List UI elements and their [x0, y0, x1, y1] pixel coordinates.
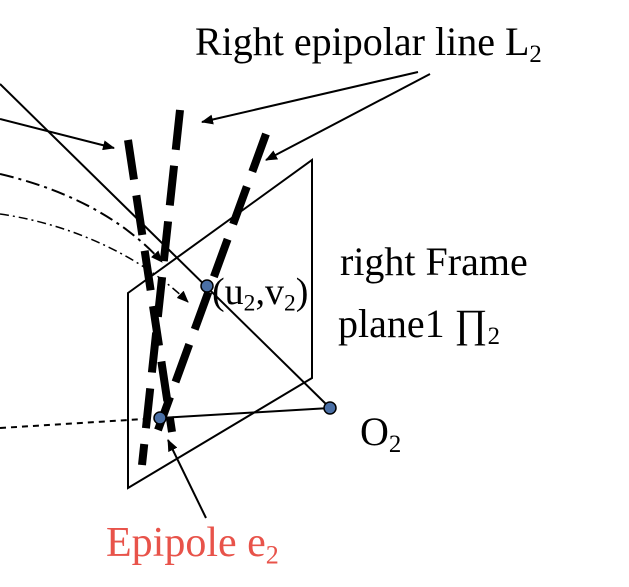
frame-label-line2: plane1 ∏2	[338, 301, 500, 350]
epipolar-line-right	[154, 132, 270, 432]
arrow-to-right-line	[265, 73, 431, 161]
arrow-to-middle-line	[201, 71, 419, 125]
image-point-u2v2	[200, 279, 214, 293]
epipole-point	[153, 411, 167, 425]
image-point-label: (u2,v2)	[212, 271, 309, 317]
epipolar-line-middle	[138, 109, 184, 466]
frame-label-line1: right Frame	[340, 239, 528, 284]
dashdot-curve-upper	[0, 173, 163, 263]
camera-center-o2	[323, 401, 337, 415]
dashdot-curve-lower	[0, 213, 189, 303]
baseline-segment	[159, 407, 331, 419]
epipolar-line-label: Right epipolar line L2	[195, 19, 542, 68]
image-plane	[127, 158, 313, 490]
baseline-dashed	[0, 417, 161, 429]
camera-center-label: O2	[360, 409, 402, 458]
arrow-to-left-line	[0, 118, 115, 151]
epipolar-line-left	[124, 139, 176, 433]
arrow-to-epipole	[167, 439, 207, 519]
epipole-label: Epipole e2	[106, 520, 279, 570]
